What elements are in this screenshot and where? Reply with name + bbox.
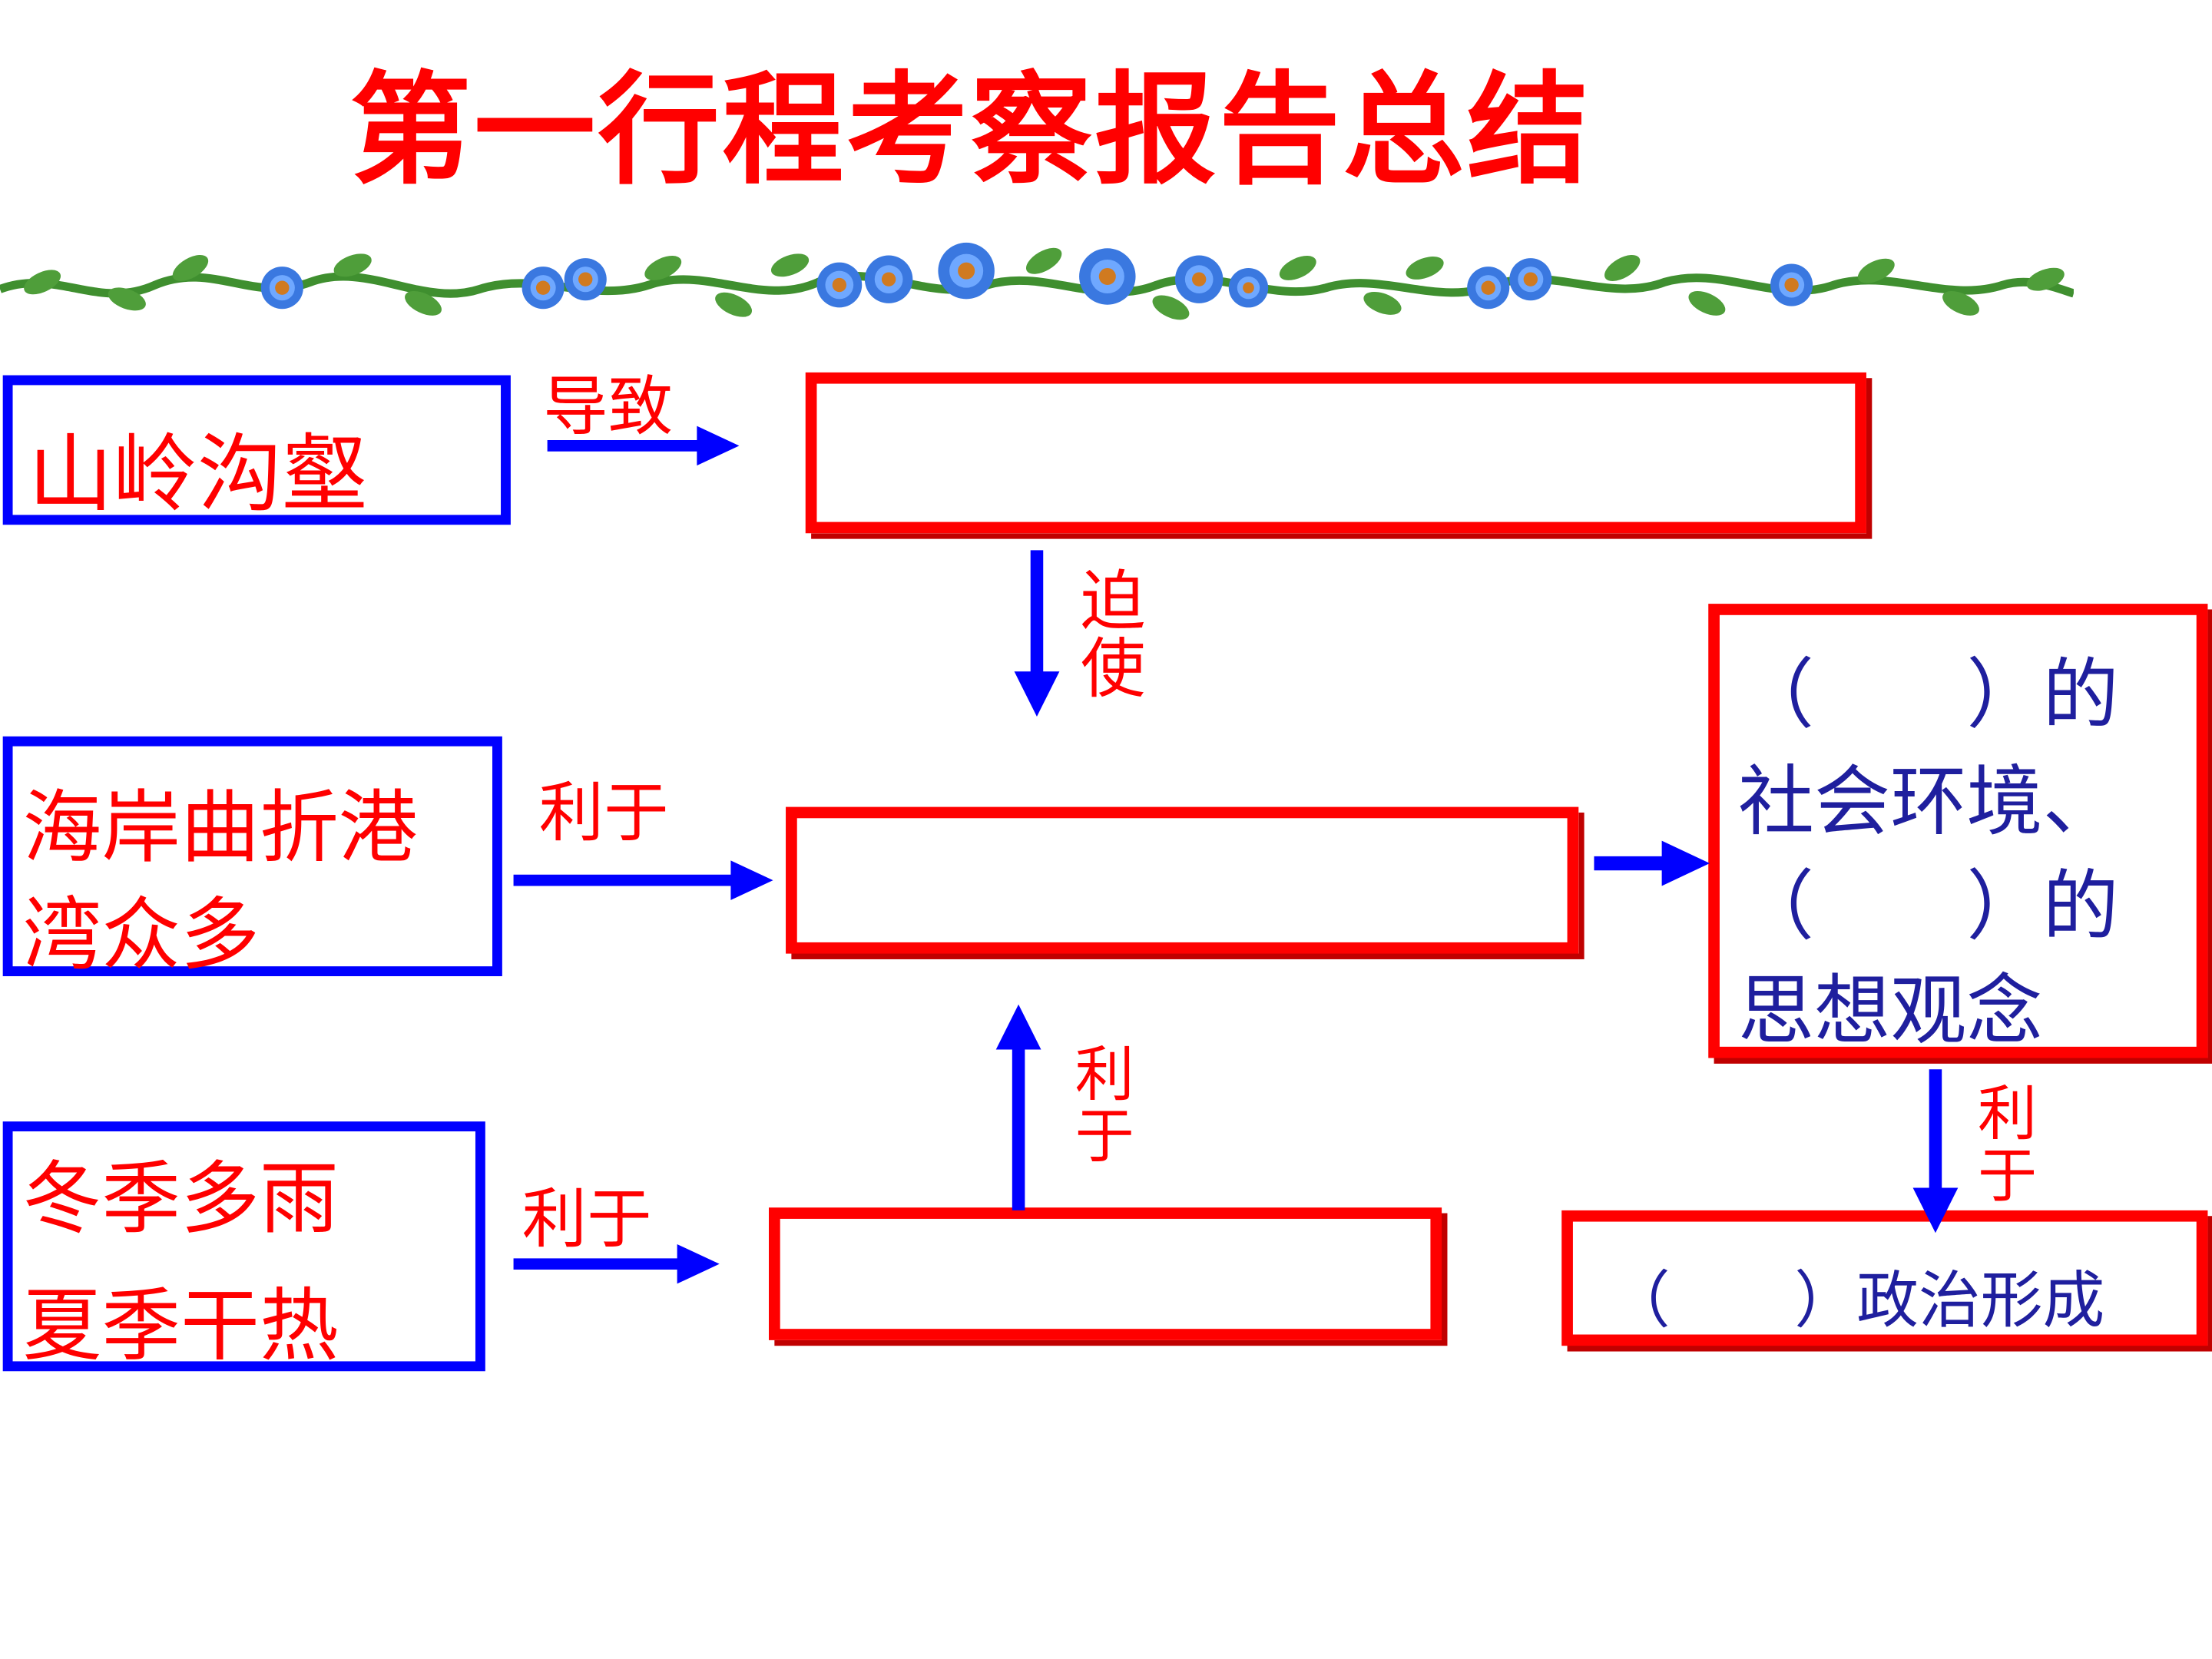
page-title: 第一行程考察报告总结: [349, 60, 1591, 202]
middle-answer-box: [786, 806, 1579, 954]
arrow-climate-to-bottom: [513, 1243, 720, 1284]
environment-text-line4: 思想观念: [1737, 966, 2043, 1055]
bottom-answer-box: [769, 1207, 1442, 1340]
arrow-middle-to-environment: [1594, 840, 1710, 886]
climate-text-line2: 夏季干热: [22, 1280, 339, 1373]
coast-text-line1: 海岸曲折港: [22, 783, 418, 875]
top-answer-box: [805, 372, 1866, 534]
environment-text-line3: （ ）的: [1737, 862, 2119, 951]
label-lead-to: 导致: [543, 368, 674, 445]
label-benefit-right: 利于: [1978, 1079, 2038, 1211]
politics-box: [1561, 1210, 2208, 1346]
environment-text-line1: （ ）的: [1737, 650, 2119, 740]
flower-vine-garland-icon: [0, 242, 2074, 320]
arrow-environment-to-politics: [1912, 1069, 1959, 1233]
label-benefit-climate: 利于: [522, 1181, 652, 1257]
politics-text: （ ）政治形成: [1608, 1265, 2105, 1338]
mountains-text: 山岭沟壑: [28, 426, 367, 525]
coast-text-line2: 湾众多: [22, 889, 260, 982]
arrow-coast-to-middle: [513, 860, 773, 900]
mountains-box: [2, 375, 511, 525]
climate-text-line1: 冬季多雨: [22, 1154, 339, 1246]
environment-box: [1708, 604, 2208, 1058]
arrow-top-to-middle: [1014, 550, 1060, 717]
arrow-bottom-to-middle: [995, 1004, 1041, 1210]
label-benefit-coast: 利于: [538, 774, 669, 851]
label-benefit-up: 利于: [1075, 1039, 1134, 1171]
arrow-mountains-to-top: [547, 426, 740, 466]
label-force: 迫使: [1080, 562, 1146, 707]
environment-text-line2: 社会环境、: [1737, 757, 2119, 847]
climate-box: [2, 1121, 485, 1372]
coast-box: [2, 736, 502, 976]
